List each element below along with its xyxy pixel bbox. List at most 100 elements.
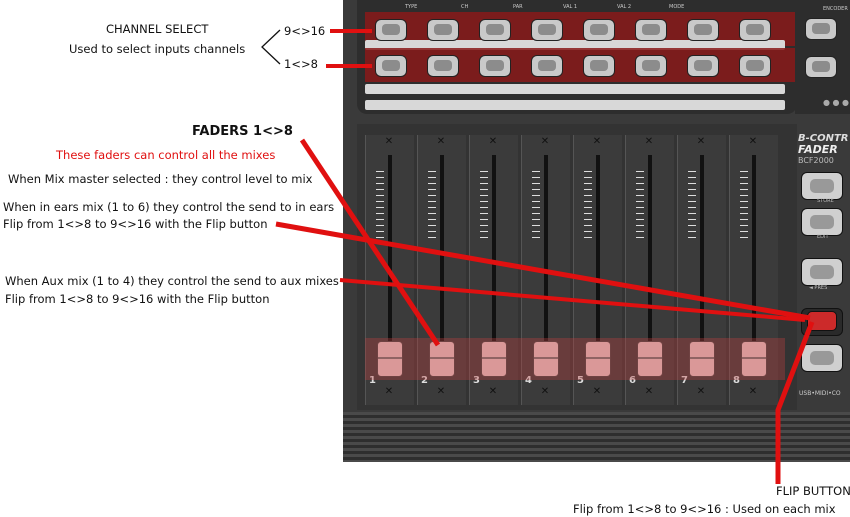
encoder-group-button[interactable] bbox=[805, 18, 837, 40]
screw-icon: ✕ bbox=[748, 386, 758, 397]
scale-tick bbox=[688, 177, 696, 178]
encoder-section: ENCODER ● ● ● bbox=[795, 0, 850, 114]
row-9-16-select-button-2[interactable] bbox=[427, 19, 459, 41]
scale-tick bbox=[636, 207, 644, 208]
scale-tick bbox=[480, 201, 488, 202]
screw-icon: ✕ bbox=[488, 386, 498, 397]
fader-7[interactable] bbox=[689, 341, 715, 377]
scale-tick bbox=[688, 237, 696, 238]
scale-tick bbox=[532, 183, 540, 184]
channel-select-brace bbox=[261, 29, 281, 65]
label-ch: CH bbox=[461, 4, 469, 10]
fader-5[interactable] bbox=[585, 341, 611, 377]
row-1-8-select-button-1[interactable] bbox=[375, 55, 407, 77]
store-label: STORE bbox=[817, 198, 834, 204]
preset-button[interactable] bbox=[801, 258, 843, 286]
row-9-16-select-button-5[interactable] bbox=[583, 19, 615, 41]
scale-tick bbox=[428, 225, 436, 226]
scale-tick bbox=[376, 237, 384, 238]
fader-8[interactable] bbox=[741, 341, 767, 377]
channel-select-description: Used to select inputs channels bbox=[69, 42, 246, 56]
scale-tick bbox=[532, 231, 540, 232]
fader-6[interactable] bbox=[637, 341, 663, 377]
scale-tick bbox=[480, 195, 488, 196]
flip-button[interactable] bbox=[807, 311, 837, 331]
scale-tick bbox=[532, 189, 540, 190]
aux-mix-flip-text: Flip from 1<>8 to 9<>16 with the Flip bu… bbox=[5, 292, 270, 306]
in-ears-text: When in ears mix (1 to 6) they control t… bbox=[3, 200, 335, 214]
row-1-8-select-button-5[interactable] bbox=[583, 55, 615, 77]
store-button[interactable] bbox=[801, 172, 843, 200]
fader-2[interactable] bbox=[429, 341, 455, 377]
screw-icon: ✕ bbox=[540, 386, 550, 397]
scale-tick bbox=[740, 171, 748, 172]
scale-tick bbox=[740, 219, 748, 220]
scale-tick bbox=[480, 207, 488, 208]
row-1-8-select-button-3[interactable] bbox=[479, 55, 511, 77]
row-strip bbox=[365, 84, 785, 94]
encoder-group-button[interactable] bbox=[805, 56, 837, 78]
row-9-16-select-button-3[interactable] bbox=[479, 19, 511, 41]
scale-tick bbox=[584, 195, 592, 196]
scale-tick bbox=[740, 225, 748, 226]
scale-tick bbox=[532, 225, 540, 226]
faders-subtitle: These faders can control all the mixes bbox=[56, 148, 276, 162]
row-label-1-8: 1<>8 bbox=[284, 57, 318, 71]
scale-tick bbox=[740, 237, 748, 238]
scale-tick bbox=[688, 231, 696, 232]
scale-tick bbox=[428, 231, 436, 232]
fader-4[interactable] bbox=[533, 341, 559, 377]
fader-3[interactable] bbox=[481, 341, 507, 377]
scale-tick bbox=[532, 207, 540, 208]
scale-tick bbox=[584, 213, 592, 214]
screw-icon: ✕ bbox=[748, 136, 758, 147]
row-1-8-select-button-8[interactable] bbox=[739, 55, 771, 77]
scale-tick bbox=[740, 195, 748, 196]
row-1-8-select-button-6[interactable] bbox=[635, 55, 667, 77]
scale-tick bbox=[480, 177, 488, 178]
row-9-16-select-button-7[interactable] bbox=[687, 19, 719, 41]
channel-select-title: CHANNEL SELECT bbox=[106, 22, 209, 36]
row-1-8-select-button-2[interactable] bbox=[427, 55, 459, 77]
screw-icon: ✕ bbox=[384, 386, 394, 397]
label-par: PAR bbox=[513, 4, 523, 10]
scale-tick bbox=[428, 201, 436, 202]
label-type: TYPE bbox=[405, 4, 418, 10]
scale-tick bbox=[688, 213, 696, 214]
scale-tick bbox=[688, 189, 696, 190]
row-9-16-select-button-6[interactable] bbox=[635, 19, 667, 41]
scale-tick bbox=[740, 183, 748, 184]
channel-number: 4 bbox=[525, 375, 532, 386]
edit-button[interactable] bbox=[801, 208, 843, 236]
scale-tick bbox=[584, 219, 592, 220]
scale-tick bbox=[636, 183, 644, 184]
channel-number: 5 bbox=[577, 375, 584, 386]
row-strip bbox=[365, 100, 785, 110]
row-9-16-select-button-8[interactable] bbox=[739, 19, 771, 41]
row-9-16-select-button-1[interactable] bbox=[375, 19, 407, 41]
label-val1: VAL 1 bbox=[563, 4, 578, 10]
scale-tick bbox=[636, 177, 644, 178]
scale-tick bbox=[636, 201, 644, 202]
brand-line-1: B-CONTR bbox=[798, 133, 849, 144]
scale-tick bbox=[376, 177, 384, 178]
scale-tick bbox=[584, 189, 592, 190]
scale-tick bbox=[428, 237, 436, 238]
lower-side-button[interactable] bbox=[801, 344, 843, 372]
screw-icon: ✕ bbox=[488, 136, 498, 147]
screw-icon: ✕ bbox=[644, 136, 654, 147]
in-ears-flip-text: Flip from 1<>8 to 9<>16 with the Flip bu… bbox=[3, 217, 268, 231]
scale-tick bbox=[636, 225, 644, 226]
screw-icon: ✕ bbox=[436, 136, 446, 147]
scale-tick bbox=[376, 225, 384, 226]
brand-line-2: FADER bbox=[798, 143, 838, 156]
scale-tick bbox=[428, 171, 436, 172]
screw-icon: ✕ bbox=[696, 136, 706, 147]
scale-tick bbox=[636, 195, 644, 196]
screw-icon: ✕ bbox=[592, 386, 602, 397]
row-1-8-select-button-4[interactable] bbox=[531, 55, 563, 77]
scale-tick bbox=[584, 225, 592, 226]
row-9-16-select-button-4[interactable] bbox=[531, 19, 563, 41]
row-1-8-select-button-7[interactable] bbox=[687, 55, 719, 77]
scale-tick bbox=[636, 237, 644, 238]
